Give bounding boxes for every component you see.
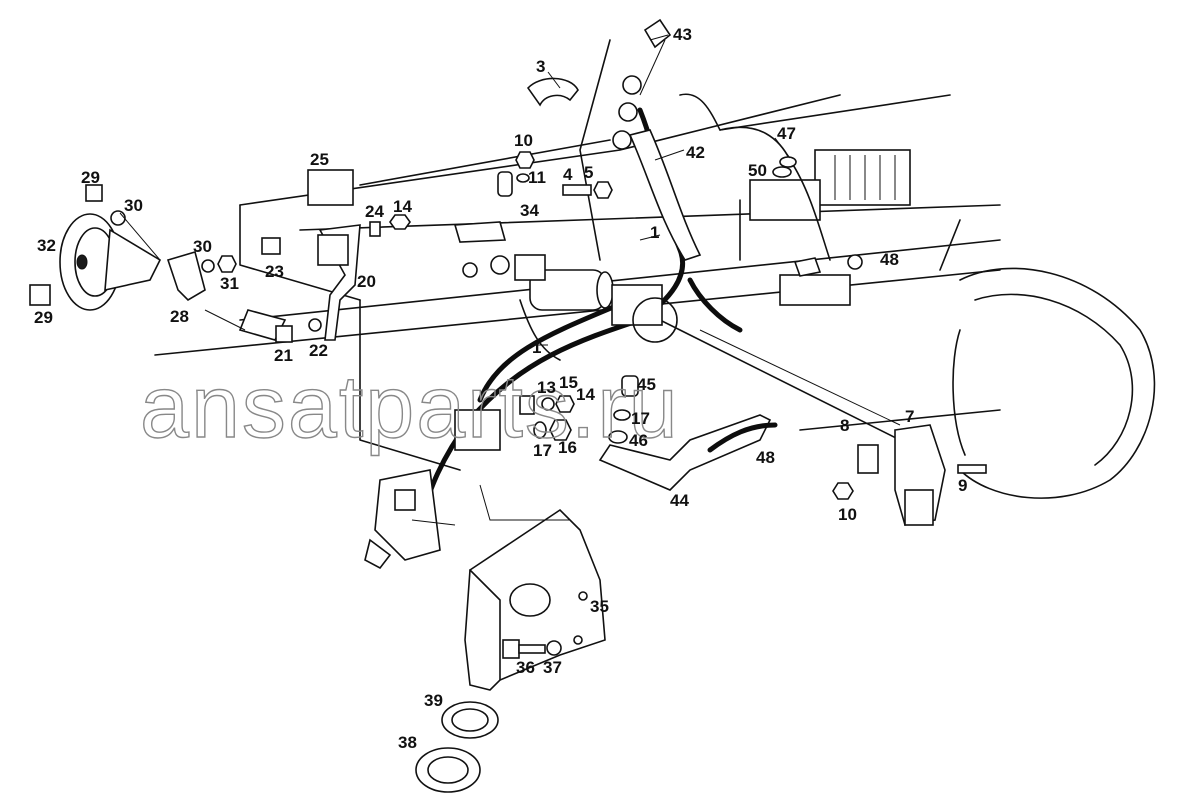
callout-label: 47 <box>777 124 796 143</box>
callout-label: 31 <box>220 274 239 293</box>
callout-label: 1 <box>532 338 541 357</box>
watermark: ansatparts.ru <box>140 357 680 456</box>
bolt-36-washer-37 <box>502 639 562 659</box>
horn-32 <box>29 184 237 311</box>
callout-label: 42 <box>686 143 705 162</box>
vehicle-body-outline <box>154 39 1001 471</box>
callout-label: 23 <box>265 262 284 281</box>
callout-label: 20 <box>357 272 376 291</box>
callout-label: 46 <box>629 431 648 450</box>
callout-label: 17 <box>533 441 552 460</box>
callout-label: 38 <box>398 733 417 752</box>
grommets-47-50 <box>772 156 863 277</box>
callout-label: 48 <box>756 448 775 467</box>
callout-label: 17 <box>631 409 650 428</box>
callout-label: 25 <box>310 150 329 169</box>
bracket-35 <box>464 508 606 691</box>
callout-label: 44 <box>670 491 689 510</box>
callout-label: 14 <box>393 197 412 216</box>
callout-label: 29 <box>81 168 100 187</box>
callout-label: 29 <box>34 308 53 327</box>
grommet-set <box>612 18 672 150</box>
callout-label: 22 <box>309 341 328 360</box>
nut-washer-10-11 <box>497 151 535 197</box>
fastener-cluster <box>519 395 575 441</box>
callout-label: 30 <box>124 196 143 215</box>
callout-label: 35 <box>590 597 609 616</box>
callout-label: 43 <box>673 25 692 44</box>
sensor-34 <box>453 221 510 278</box>
leader-lines <box>119 34 901 526</box>
tank-housing <box>952 267 1156 499</box>
callout-label: 48 <box>880 250 899 269</box>
fuse-holder-7 <box>832 424 987 526</box>
clamp-3 <box>526 77 579 107</box>
callout-label: 14 <box>576 385 595 404</box>
callout-label: 16 <box>558 438 577 457</box>
callout-label: 7 <box>905 407 914 426</box>
callout-label: 15 <box>559 373 578 392</box>
callout-label: 21 <box>274 346 293 365</box>
bolt-21-washer-22 <box>238 309 322 343</box>
callout-label: 39 <box>424 691 443 710</box>
bracket-20 <box>261 214 411 341</box>
junction-block <box>611 284 678 343</box>
callout-label: 11 <box>528 168 546 187</box>
callout-label: 1 <box>650 223 659 242</box>
bolt-and-nut <box>562 181 613 199</box>
callout-label: 13 <box>537 378 556 397</box>
rings-38-39 <box>415 701 499 793</box>
callout-labels: 43 3 42 47 10 11 4 5 50 25 24 14 29 30 3… <box>34 25 967 752</box>
callout-label: 30 <box>193 237 212 256</box>
battery-box <box>749 149 911 306</box>
callout-label: 28 <box>170 307 189 326</box>
callout-label: 24 <box>365 202 384 221</box>
callout-label: 37 <box>543 658 562 677</box>
bolt-45-washers <box>608 375 639 444</box>
callout-label: 5 <box>584 163 593 182</box>
harness-sleeve <box>628 129 702 261</box>
callout-label: 3 <box>536 57 545 76</box>
callout-label: 4 <box>563 165 573 184</box>
callout-label: 8 <box>840 416 849 435</box>
callout-label: 45 <box>637 375 656 394</box>
relay-25 <box>307 169 354 206</box>
callout-label: 32 <box>37 236 56 255</box>
callout-label: 10 <box>514 131 533 150</box>
callout-label: 9 <box>958 476 967 495</box>
lower-relay-bracket <box>364 409 501 570</box>
callout-label: 50 <box>748 161 767 180</box>
bracket-44 <box>598 414 778 491</box>
starter-motor <box>514 254 614 311</box>
callout-label: 36 <box>516 658 535 677</box>
callout-label: 10 <box>838 505 857 524</box>
callout-label: 34 <box>520 201 539 220</box>
